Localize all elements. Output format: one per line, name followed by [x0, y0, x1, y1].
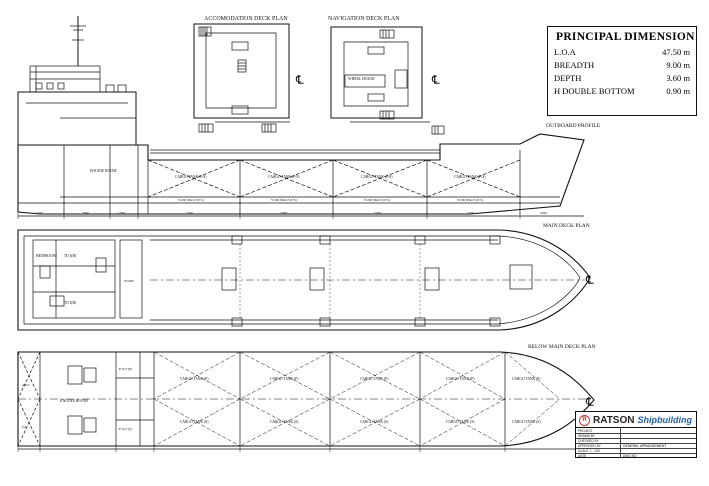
dimension-row: BREADTH 9.00 m — [554, 59, 690, 72]
profile-tank-label: CARGO TANK (P/S) — [268, 175, 300, 179]
dimension-value: 9.00 m — [666, 60, 690, 70]
profile-dimension: 7200 — [467, 211, 474, 215]
main-deck-plan — [17, 229, 591, 331]
profile-void-label: VOID SPACE (P/S) — [178, 198, 204, 202]
company-subtitle: Shipbuilding — [637, 415, 692, 425]
profile-void-label: VOID SPACE (P/S) — [271, 198, 297, 202]
navigation-deck-plan — [330, 26, 445, 135]
centerline-symbol: ℄ — [585, 273, 594, 287]
wc-label: TO I(B) — [64, 301, 77, 305]
dimension-value: 47.50 m — [662, 47, 690, 57]
cargo-tank-label: CARGO TANK (P) — [180, 377, 209, 381]
profile-dimension: 7200 — [280, 211, 287, 215]
profile-dimension: 7200 — [374, 211, 381, 215]
ratson-logo-icon: R — [579, 414, 590, 426]
outboard-profile — [17, 16, 585, 219]
cargo-tank-label: CARGO TANK (P) — [446, 377, 475, 381]
title-block-field: APPROVED BY — [578, 444, 601, 448]
centerline-symbol: ℄ — [431, 73, 440, 87]
dimension-row: H DOUBLE BOTTOM 0.90 m — [554, 85, 690, 98]
dimension-row: L.O.A 47.50 m — [554, 46, 690, 59]
dimension-row: DEPTH 3.60 m — [554, 72, 690, 85]
navigation-deck-title: NAVIGATION DECK PLAN — [328, 16, 400, 22]
principal-dimension-title: PRINCIPAL DIMENSION — [556, 31, 695, 43]
cargo-tank-label: CARGO TANK (P) — [270, 377, 299, 381]
accommodation-deck-title: ACCOMODATION DECK PLAN — [204, 16, 288, 22]
main-deck-title: MAIN DECK PLAN — [543, 223, 590, 229]
cargo-tank-label: CARGO TANK (S) — [180, 420, 209, 424]
title-block-field: CHECKED BY — [578, 439, 599, 443]
profile-tank-label: CARGO TANK (P/S) — [175, 175, 207, 179]
profile-dimension: 2550 — [36, 211, 43, 215]
dimension-label: H DOUBLE BOTTOM — [554, 86, 635, 96]
accommodation-deck-plan — [193, 23, 290, 133]
company-logo: R RATSON Shipbuilding — [579, 413, 692, 427]
title-block-field: DWG NO — [623, 454, 637, 458]
profile-dimension: 4350 — [540, 211, 547, 215]
profile-tank-label: CARGO TANK (P/S) — [361, 175, 393, 179]
dimension-label: BREADTH — [554, 60, 595, 70]
profile-void-label: VOID SPACE (P/S) — [457, 198, 483, 202]
centerline-symbol: ℄ — [295, 73, 304, 87]
title-block: R RATSON Shipbuilding PROJECT DRAWN BY C… — [575, 411, 697, 458]
title-block-field: PROJECT — [578, 429, 593, 433]
cargo-tank-label: CARGO TANK (S) — [446, 420, 475, 424]
bedroom-label: BEDROOM — [36, 253, 57, 258]
cargo-tank-label: CARGO TANK (P) — [512, 377, 541, 381]
below-main-deck-title: BELOW MAIN DECK PLAN — [528, 344, 596, 350]
principal-dimension-table: PRINCIPAL DIMENSION L.O.A 47.50 m BREADT… — [547, 26, 697, 116]
profile-dimension: 7200 — [186, 211, 193, 215]
title-block-field: SCALE — [578, 449, 589, 453]
centerline-symbol: ℄ — [585, 395, 594, 409]
outboard-profile-title: OUTBOARD PROFILE — [546, 123, 601, 129]
dimension-value: 3.60 m — [666, 73, 690, 83]
cargo-tank-label: CARGO TANK (S) — [270, 420, 299, 424]
profile-engine-room-label: ENGINE ROOM — [90, 169, 117, 173]
apt-label: A.P.T — [22, 383, 31, 387]
wc-label: TO I(B) — [64, 254, 77, 258]
title-block-grid: PROJECT DRAWN BY CHECKED BY APPROVED BY … — [576, 427, 696, 458]
drawing-title: GENERAL ARRANGEMENT — [623, 444, 667, 448]
cargo-tank-label: CARGO TANK (S) — [512, 420, 541, 424]
dimension-value: 0.90 m — [666, 86, 690, 96]
apt-label: (S) — [22, 425, 26, 429]
dimension-label: L.O.A — [554, 47, 576, 57]
cargo-tank-label: CARGO TANK (P) — [360, 377, 389, 381]
scale-value: 1 : 100 — [590, 449, 600, 453]
dimension-label: DEPTH — [554, 73, 582, 83]
profile-void-label: VOID SPACE (P/S) — [364, 198, 390, 202]
below-engine-room-label: ENGINE ROOM — [60, 398, 88, 403]
profile-dimension: 3300 — [82, 211, 89, 215]
wheel-house-label: WHEEL HOUSE — [348, 77, 375, 81]
company-name: RATSON — [593, 414, 635, 426]
profile-tank-label: CARGO TANK (P/S) — [454, 175, 486, 179]
title-block-field: DRAWN BY — [578, 434, 596, 438]
cargo-tank-label: CARGO TANK (S) — [360, 420, 389, 424]
store-label: STORE — [124, 279, 134, 283]
title-block-field: DATE — [578, 454, 587, 458]
fwt-label: F.W.T (P) — [119, 367, 132, 371]
profile-dimension: 1700 — [118, 211, 125, 215]
below-main-deck-plan — [17, 351, 595, 452]
fwt-label: F.W.T (S) — [119, 427, 132, 431]
